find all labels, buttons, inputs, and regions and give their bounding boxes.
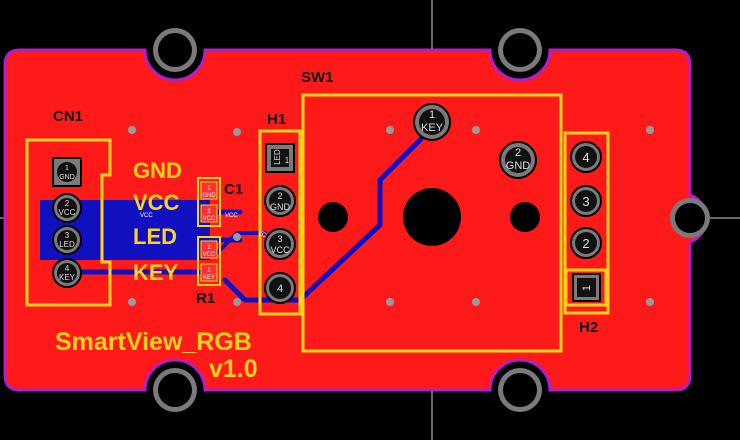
r1-ref: R1 <box>196 290 215 307</box>
cn1-pin3-name: LED <box>59 240 75 249</box>
h1-pin2-num: 2 <box>277 191 282 201</box>
h1-pin1-name: LED <box>273 149 282 165</box>
signal-label-vcc: VCC <box>133 190 180 215</box>
cn1-pin2-name: VCC <box>59 208 76 217</box>
h2-pin4-num: 4 <box>582 150 589 165</box>
cn1-pin4-num: 4 <box>65 264 70 273</box>
h1-pin2-name: GND <box>270 202 291 212</box>
sw1-pin2-name: GND <box>506 160 531 172</box>
h1-pin3-num: 3 <box>277 234 282 244</box>
signal-label-gnd: GND <box>133 158 182 183</box>
sw1-ref: SW1 <box>301 69 334 86</box>
board-outline <box>3 48 708 392</box>
c1-ref: C1 <box>224 181 243 198</box>
cn1-connector: CN1 1 GND 2 VCC 3 LED 4 KEY <box>25 108 112 307</box>
c1-pad1-name: GND <box>202 193 216 199</box>
vias <box>128 126 654 306</box>
cn1-pin2-num: 2 <box>65 199 70 208</box>
signal-labels: GND VCC LED KEY <box>133 158 182 285</box>
h1-pin3-name: VCC <box>270 245 290 255</box>
net-label-2: VCC <box>225 213 238 219</box>
cn1-pin1-name: GND <box>59 174 75 181</box>
signal-label-key: KEY <box>133 260 179 285</box>
r1-pad1-name: KEY <box>203 275 215 281</box>
c1-capacitor: 1 GND 2 VCC C1 <box>197 177 243 227</box>
r1-pad2-name: VCC <box>203 252 216 258</box>
h1-pin1-num: 1 <box>285 156 290 165</box>
h1-ref: H1 <box>267 111 286 128</box>
h2-pin3-num: 3 <box>582 194 589 209</box>
h1-pin4-num: 4 <box>277 283 283 295</box>
net-label-1: VCC <box>140 213 153 219</box>
sw1-pin1-name: KEY <box>421 122 444 134</box>
sw1-switch: SW1 1 KEY 2 GND <box>301 69 563 353</box>
cn1-ref: CN1 <box>53 108 83 125</box>
cn1-pin1-num: 1 <box>65 165 69 172</box>
h2-pin1-num: 1 <box>581 285 593 291</box>
cn1-pin4-name: KEY <box>59 273 76 282</box>
c1-pad2-name: VCC <box>203 216 216 222</box>
h2-pin2-num: 2 <box>582 236 589 251</box>
board-name: SmartView_RGB <box>55 328 252 356</box>
mounting-holes <box>153 28 710 412</box>
c1-pad2-num: 2 <box>207 209 211 215</box>
c1-pad1-num: 1 <box>207 186 211 192</box>
cn1-pin3-num: 3 <box>65 231 70 240</box>
signal-label-led: LED <box>133 224 177 249</box>
h1-header: H1 LED 1 2 GND 3 VCC 4 <box>258 111 302 316</box>
board-version: v1.0 <box>209 355 258 383</box>
sw1-pin1-num: 1 <box>429 109 435 121</box>
r1-resistor: 2 VCC 1 KEY R1 <box>196 236 221 307</box>
r1-pad1-num: 1 <box>207 268 211 274</box>
sw1-pin2-num: 2 <box>515 147 521 159</box>
r1-pad2-num: 2 <box>207 245 211 251</box>
sw1-center-hole <box>403 188 461 246</box>
h2-header: 4 3 2 1 H2 <box>563 131 610 336</box>
h2-ref: H2 <box>579 319 598 336</box>
